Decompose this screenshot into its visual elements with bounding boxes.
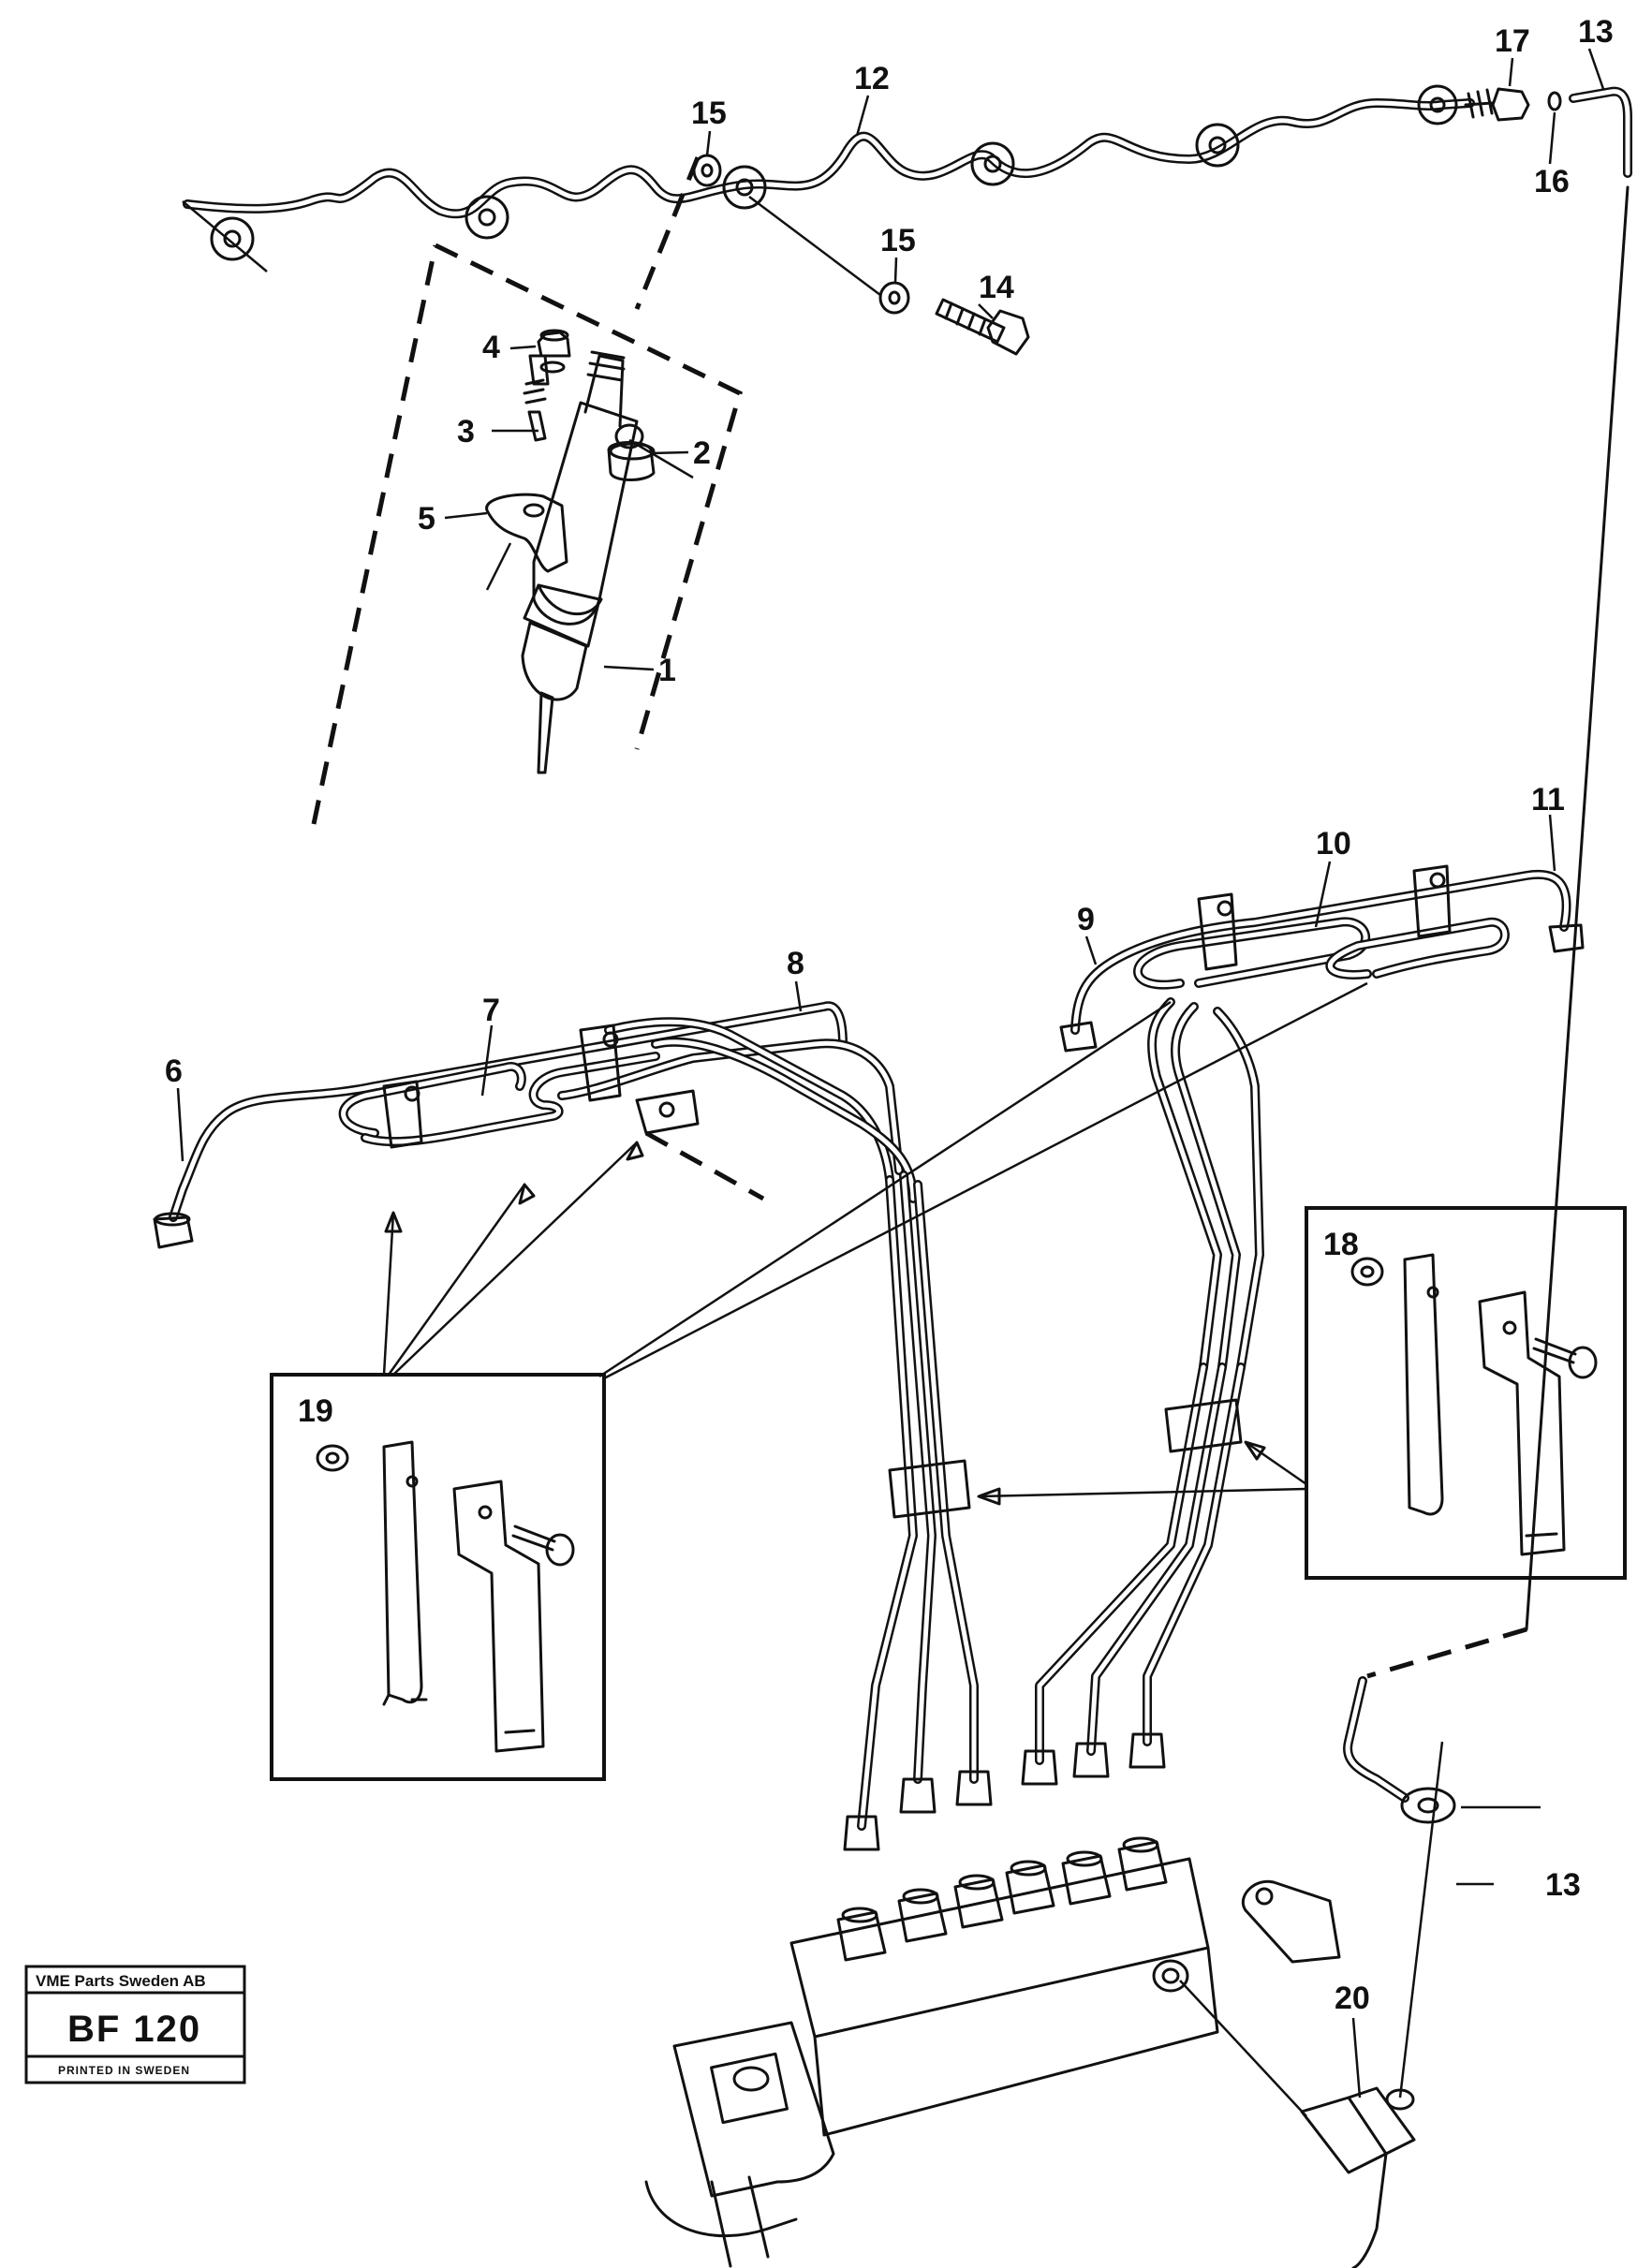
injector-detail-outline xyxy=(311,156,743,825)
callout-7: 7 xyxy=(482,993,500,1028)
clamp-detail-dash xyxy=(644,1130,765,1201)
injector xyxy=(521,350,694,774)
clamp-detail-inset-18 xyxy=(1305,1206,1627,1580)
pipe-clamp-lower xyxy=(1164,1398,1243,1453)
callout-9: 9 xyxy=(1077,902,1095,937)
callout-8: 8 xyxy=(787,946,804,981)
stud xyxy=(523,354,550,442)
delivery-pipes-descend-left xyxy=(843,1171,993,1851)
callout-20: 20 xyxy=(1335,1981,1370,2016)
banjo-fitting xyxy=(1417,84,1458,125)
return-pipe-bottom xyxy=(1343,1627,1527,2268)
callout-11: 11 xyxy=(1531,782,1565,817)
washer xyxy=(539,361,566,374)
callout-labels: 1 2 3 4 5 6 7 8 9 10 11 12 13 13 14 15 1… xyxy=(165,14,1614,2016)
inset-18-pointer-lines xyxy=(977,1440,1307,1506)
adapter-nipple xyxy=(1464,87,1530,122)
callout-5: 5 xyxy=(418,501,435,537)
banjo-fitting xyxy=(465,195,509,240)
callout-17: 17 xyxy=(1495,23,1530,59)
pipe-clamp-lower xyxy=(888,1459,971,1519)
delivery-pipes-descend-right xyxy=(1021,1362,1246,1786)
delivery-pipe-group-right xyxy=(1059,869,1585,1372)
callout-3: 3 xyxy=(457,414,475,449)
callout-4: 4 xyxy=(482,330,500,365)
callout-18: 18 xyxy=(1323,1227,1359,1262)
injection-pump xyxy=(644,1836,1341,2268)
callout-13-top: 13 xyxy=(1578,14,1614,50)
nut xyxy=(537,329,571,358)
return-line xyxy=(1525,185,1630,1631)
pipe-clamp xyxy=(635,1089,700,1135)
sealing-washer xyxy=(878,281,910,315)
callout-1: 1 xyxy=(658,653,676,688)
callout-19: 19 xyxy=(298,1393,333,1429)
banjo-fitting xyxy=(970,141,1015,186)
nozzle-holder-clamp-yoke xyxy=(485,493,568,591)
callout-12: 12 xyxy=(854,61,890,96)
pipe-clamp xyxy=(1412,864,1452,938)
leak-off-pipe-rail xyxy=(182,84,1475,272)
return-pipe-top xyxy=(1569,86,1632,178)
banjo-fitting xyxy=(182,200,268,272)
stamp-code: BF 120 xyxy=(67,2009,201,2050)
callout-6: 6 xyxy=(165,1053,183,1089)
pipe-clamp xyxy=(1197,892,1238,971)
callout-leaders xyxy=(176,48,1605,2099)
callout-10: 10 xyxy=(1316,826,1351,862)
publisher-stamp: VME Parts Sweden AB BF 120 PRINTED IN SW… xyxy=(24,1965,246,2084)
callout-16: 16 xyxy=(1534,164,1570,199)
stamp-company: VME Parts Sweden AB xyxy=(36,1972,206,1990)
pipe-clamp xyxy=(579,1024,622,1102)
clamp-detail-inset-19 xyxy=(270,1373,606,1781)
callout-13-bottom: 13 xyxy=(1545,1867,1581,1903)
banjo-fitting xyxy=(1195,123,1240,168)
callout-2: 2 xyxy=(693,435,711,471)
inset-19-pointer-lines xyxy=(382,981,1368,1380)
o-ring-seal xyxy=(1547,91,1562,111)
stamp-printed: PRINTED IN SWEDEN xyxy=(58,2064,190,2077)
nozzle-protection-sleeve xyxy=(607,441,656,481)
callout-15-top: 15 xyxy=(691,96,727,131)
delivery-pipe-group-left xyxy=(153,1001,918,1249)
banjo-fitting xyxy=(722,165,767,210)
pump-element-outlets xyxy=(836,1836,1168,1962)
pipe-clamp xyxy=(382,1080,423,1149)
callout-15-lower: 15 xyxy=(880,223,916,258)
banjo-bolt xyxy=(748,196,1030,356)
callout-14: 14 xyxy=(979,270,1014,305)
